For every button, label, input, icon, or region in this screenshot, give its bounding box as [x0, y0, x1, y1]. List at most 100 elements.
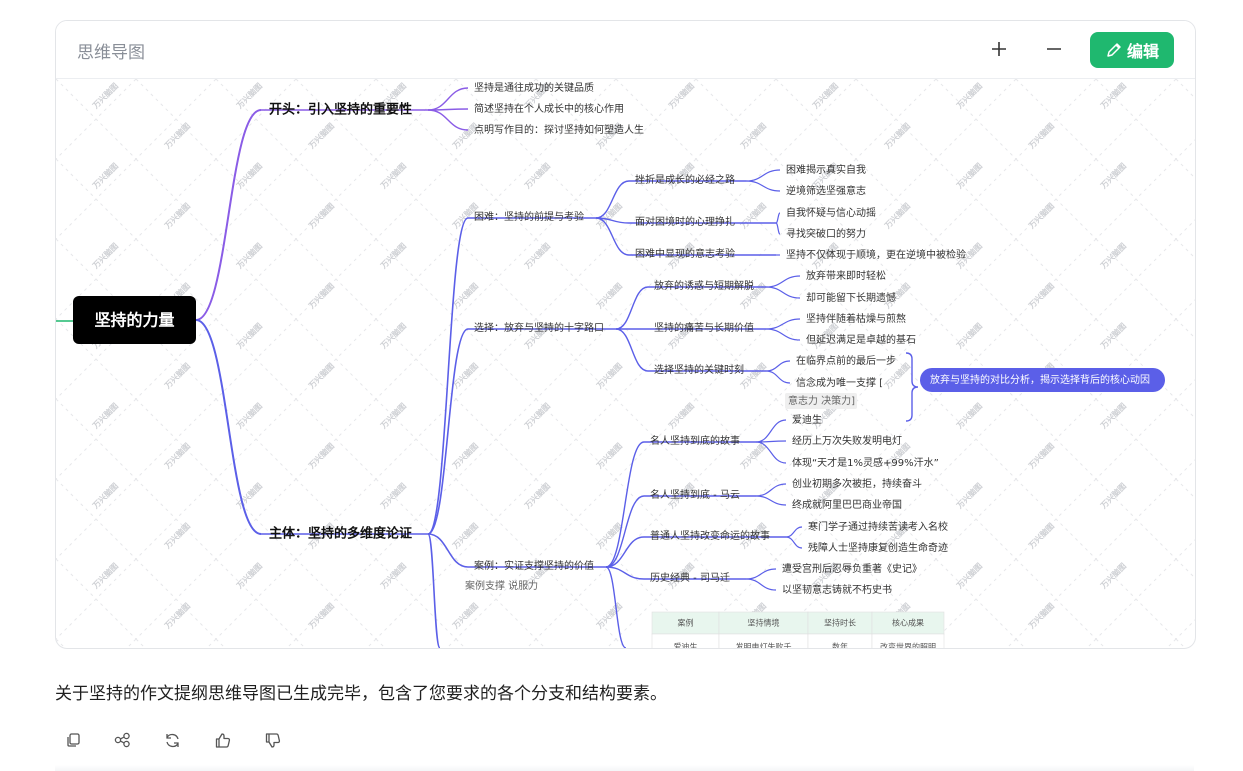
subtopic-node: 历史经典 - 司马迁: [650, 571, 730, 584]
leaf-node: 寻找突破口的努力: [786, 227, 866, 240]
branch-line: [605, 441, 645, 568]
edit-button[interactable]: 编辑: [1090, 32, 1174, 68]
summary-bracket: [905, 352, 919, 422]
mindmap-card: 思维导图 编辑 万兴脑图万兴脑图万兴脑图万兴脑图万兴脑: [55, 20, 1196, 649]
opening-point: 简述坚持在个人成长中的核心作用: [474, 102, 624, 115]
subtopic-node: 普通人坚持改变命运的故事: [650, 529, 770, 542]
topic-node: 案例：实证支撑坚持的价值: [474, 559, 594, 572]
table-cell-text: 改变世界的照明: [880, 642, 936, 649]
opening-point: 点明写作目的：探讨坚持如何塑造人生: [474, 123, 644, 136]
leaf-node: 却可能留下长期遗憾: [806, 291, 896, 304]
leaf-node: 残障人士坚持康复创造生命奇迹: [808, 541, 948, 554]
branch-line: [745, 578, 777, 591]
table-cell: [651, 633, 720, 648]
branch-opening: 开头：引入坚持的重要性: [269, 102, 412, 118]
pencil-icon: [1107, 42, 1121, 57]
subtopic-node: 名人坚持到底的故事: [650, 434, 740, 447]
branch-line: [595, 180, 630, 219]
subtopic-node: 选择坚持的关键时刻: [654, 363, 744, 376]
card-title: 思维导图: [77, 43, 145, 63]
regenerate-button[interactable]: [161, 729, 183, 751]
branch-line: [595, 217, 630, 256]
branch-line: [755, 495, 787, 506]
leaf-node: 自我怀疑与信心动摇: [786, 206, 876, 219]
mindmap-canvas[interactable]: 万兴脑图万兴脑图万兴脑图万兴脑图万兴脑图万兴脑图万兴脑图万兴脑图万兴脑图万兴脑图…: [56, 79, 1195, 648]
table-header: 案例: [678, 618, 694, 628]
table-header: 坚持时长: [824, 618, 856, 628]
leaf-node: 在临界点前的最后一步: [796, 354, 896, 367]
branch-line: [427, 217, 469, 535]
summary-bubble[interactable]: [920, 368, 1165, 392]
case-tags: 案例支撑 说服力: [465, 579, 538, 592]
grid-background: [56, 79, 1195, 648]
branch-line: [785, 536, 803, 549]
thumbs-up-icon: [215, 732, 230, 748]
branch-line: [605, 566, 627, 648]
topic-node: 困难：坚持的前提与考验: [474, 210, 584, 223]
leaf-node: 以坚韧意志铸就不朽史书: [782, 583, 892, 596]
regenerate-icon: [165, 733, 179, 747]
mindmap-nodes: 坚持的力量 开头：引入坚持的重要性 坚持是通往成功的关键品质简述坚持在个人成长中的核…: [73, 81, 1165, 648]
minus-icon: [1047, 48, 1061, 50]
leaf-node: 但延迟满足是卓越的基石: [806, 333, 916, 346]
branch-line: [427, 328, 469, 535]
leaf-node: 终成就阿里巴巴商业帝国: [792, 498, 902, 511]
leaf-node: 创业初期多次被拒，持续奋斗: [792, 477, 922, 490]
thumbs-down-button[interactable]: [261, 729, 283, 751]
card-header: 思维导图 编辑: [56, 21, 1195, 79]
thumbs-down-icon: [265, 732, 280, 748]
leaf-node: 坚持伴随着枯燥与煎熬: [806, 312, 906, 325]
leaf-node: 经历上万次失败发明电灯: [792, 434, 902, 447]
subtopic-node: 面对困境时的心理挣扎: [635, 215, 735, 228]
branch-line: [605, 495, 645, 568]
opening-point: 坚持是通往成功的关键品质: [474, 81, 594, 94]
leaf-node: 放弃带来即时轻松: [806, 269, 886, 282]
leaf-node: 逆境筛选坚强意志: [786, 184, 866, 197]
table-header: 核心成果: [892, 618, 924, 628]
branch-line: [427, 109, 469, 131]
branch-line: [765, 370, 791, 384]
branch-line: [195, 319, 262, 535]
subtopic-node: 坚持的痛苦与长期价值: [654, 321, 754, 334]
copy-button[interactable]: [62, 729, 84, 751]
summary-message: 关于坚持的作文提纲思维导图已生成完毕，包含了您要求的各个分支和结构要素。: [55, 684, 667, 704]
zoom-in-button[interactable]: [985, 35, 1013, 63]
leaf-node: 体现“天才是1%灵感+99%汗水”: [792, 456, 939, 469]
table-cell: [718, 633, 809, 648]
leaf-node: 爱迪生: [792, 413, 822, 426]
summary-bubble-label: 放弃与坚持的对比分析，揭示选择背后的核心动因: [930, 373, 1150, 386]
leaf-node: 寒门学子通过持续苦读考入名校: [808, 520, 948, 533]
tag-background: [785, 393, 857, 409]
branch-line: [605, 566, 645, 580]
zoom-out-button[interactable]: [1040, 35, 1068, 63]
branch-line: [765, 328, 801, 341]
leaf-node: 困难揭示真实自我: [786, 163, 866, 176]
table-cell-text: 发明电灯失败千: [736, 642, 792, 649]
branch-body: 主体：坚持的多维度论证: [269, 526, 412, 542]
branch-line: [427, 533, 441, 648]
branch-line: [195, 109, 262, 321]
copy-icon: [67, 733, 80, 747]
branch-line: [605, 536, 645, 568]
share-button[interactable]: [111, 729, 133, 751]
branch-line: [745, 180, 781, 192]
branch-line: [765, 286, 801, 299]
leaf-node: 坚持不仅体现于顺境，更在逆境中被检验: [786, 248, 966, 261]
subtopic-node: 困难中显现的意志考验: [635, 247, 735, 260]
subtopic-node: 挫折是成长的必经之路: [635, 173, 735, 186]
choice-tags: 意志力 决策力]: [788, 394, 855, 407]
table-header: 坚持情境: [748, 618, 780, 628]
branch-line: [615, 328, 649, 372]
root-node-label: 坚持的力量: [94, 311, 174, 330]
topic-node: 选择：放弃与坚持的十字路口: [474, 321, 604, 334]
branch-line: [755, 441, 787, 464]
table-cell-text: 爱迪生: [674, 642, 698, 649]
thumbs-up-button[interactable]: [211, 729, 233, 751]
leaf-node: 信念成为唯一支撑 [: [796, 376, 883, 389]
root-node[interactable]: [73, 296, 196, 344]
subtopic-node: 放弃的诱惑与短期解脱: [654, 279, 754, 292]
branch-line: [755, 419, 787, 443]
leaf-node: 遭受宫刑后忍辱负重著《史记》: [782, 562, 922, 575]
table-cell: [807, 633, 873, 648]
branch-line: [775, 222, 781, 235]
